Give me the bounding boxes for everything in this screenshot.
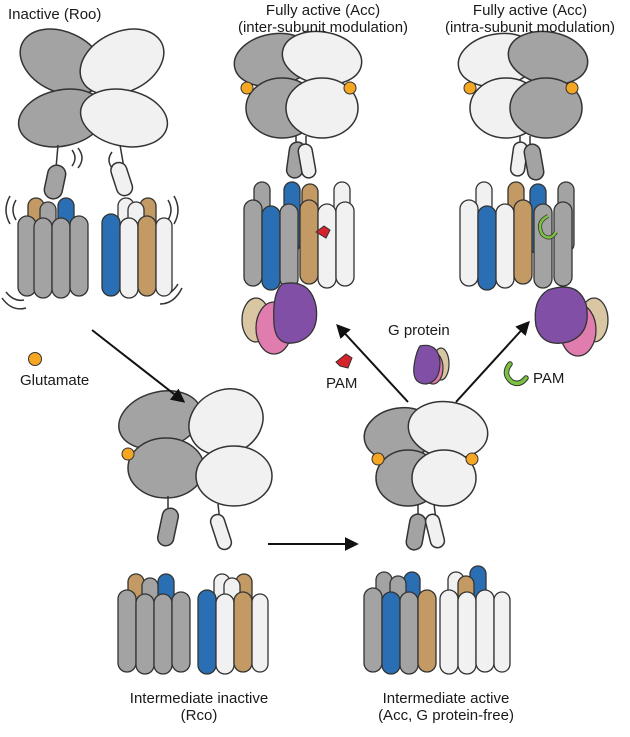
pam-bound-green	[538, 214, 558, 239]
title-intermediate-active: Intermediate active (Acc, G protein-free…	[358, 690, 534, 724]
pam-green-icon	[504, 362, 528, 386]
gprotein-bound	[273, 282, 318, 344]
title-intermediate-inactive-line2: (Rco)	[180, 707, 218, 724]
title-fully-active-intra-line1: Fully active (Acc)	[472, 2, 588, 19]
glutamate-dot	[121, 447, 135, 461]
title-fully-active-inter-line1: Fully active (Acc)	[265, 2, 381, 19]
label-pam-red: PAM	[326, 375, 358, 392]
title-intermediate-active-line1: Intermediate active	[382, 690, 510, 707]
glutamate-icon	[28, 352, 42, 366]
pam-bound-red	[315, 225, 331, 239]
vft-right-upper	[79, 28, 165, 96]
arrow-inactive-to-rco	[91, 329, 186, 403]
label-gprotein: G protein	[388, 322, 450, 339]
label-pam-green: PAM	[533, 370, 565, 387]
title-intermediate-active-line2: (Acc, G protein-free)	[378, 707, 514, 724]
label-glutamate: Glutamate	[20, 372, 90, 389]
title-fully-active-inter: Fully active (Acc) (inter-subunit modula…	[228, 2, 418, 36]
title-fully-active-inter-line2: (inter-subunit modulation)	[237, 19, 409, 36]
glutamate-dot	[465, 452, 479, 466]
title-intermediate-inactive-line1: Intermediate inactive	[129, 690, 269, 707]
receptor-intermediate-active	[363, 400, 511, 675]
glutamate-dot	[463, 81, 477, 95]
gprotein-bound	[534, 286, 588, 344]
receptor-inactive	[1, 28, 183, 310]
glutamate-dot	[565, 81, 579, 95]
vft-right-lower	[79, 88, 169, 148]
glutamate-dot	[240, 81, 254, 95]
title-inactive: Inactive (Roo)	[8, 6, 102, 23]
title-fully-active-intra: Fully active (Acc) (intra-subunit modula…	[432, 2, 628, 36]
receptor-fully-active-inter	[233, 30, 363, 355]
receptor-intermediate-inactive	[117, 388, 273, 675]
crd-right	[110, 161, 134, 197]
glutamate-dot	[371, 452, 385, 466]
title-intermediate-inactive: Intermediate inactive (Rco)	[114, 690, 284, 724]
receptor-fully-active-intra	[457, 30, 609, 357]
glutamate-dot	[343, 81, 357, 95]
arrow-to-fully-active-intra	[455, 320, 530, 403]
crd-left	[43, 164, 67, 200]
arrow-to-fully-active-inter	[336, 323, 409, 403]
gprotein-free-icon	[413, 344, 450, 385]
title-fully-active-intra-line2: (intra-subunit modulation)	[444, 19, 616, 36]
pam-red-icon	[335, 353, 353, 369]
